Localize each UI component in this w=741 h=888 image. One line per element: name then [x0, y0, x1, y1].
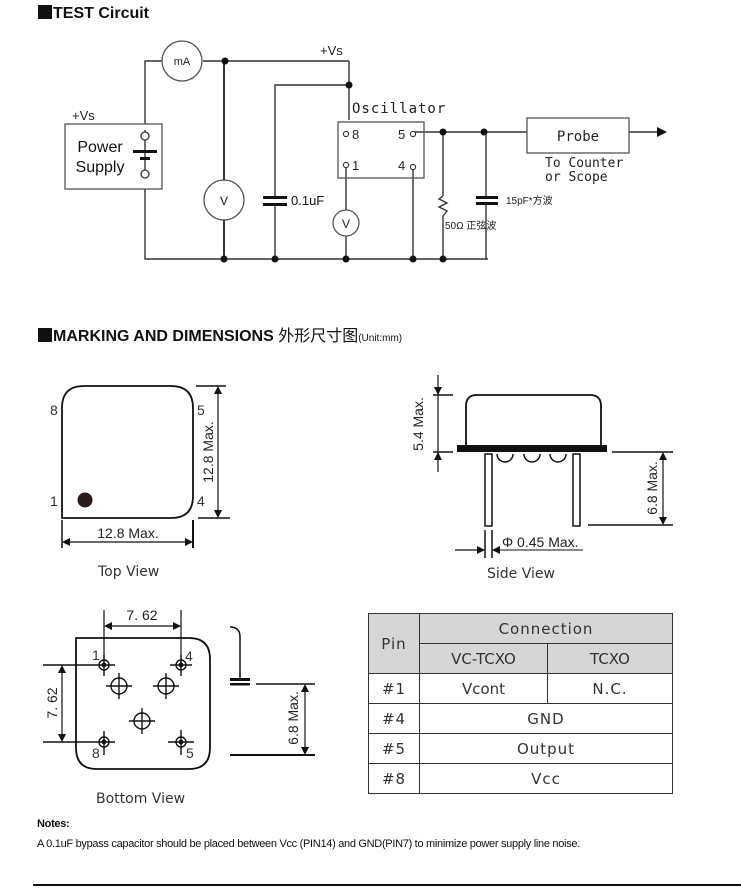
vs-label: +Vs: [72, 108, 95, 123]
dimensions-heading: MARKING AND DIMENSIONS 外形尺寸图(Unit:mm): [38, 322, 402, 346]
osc-pin-label: 8: [352, 127, 359, 142]
lead-length-dimension: 6.8 Max.: [285, 691, 301, 745]
voltmeter-icon: [203, 179, 245, 221]
pitch-vertical-dimension: 7. 62: [44, 687, 60, 718]
power-supply-label: Supply: [76, 159, 125, 176]
pin-holes: [98, 655, 194, 755]
lead-diameter-dimension: Φ 0.45 Max.: [502, 534, 579, 550]
header-vctcxo: VC-TCXO: [419, 643, 548, 674]
profile-outline: [229, 626, 241, 679]
load-capacitor-icon: [476, 196, 498, 205]
bullet-square-icon: [38, 5, 52, 19]
junction-dots: [220, 57, 488, 263]
lead-length-dimension: 6.8 Max.: [644, 461, 660, 515]
tcxo-cell: N.C.: [547, 673, 673, 704]
side-view-caption: Side View: [487, 566, 555, 582]
width-dimension: 12.8 Max.: [97, 525, 158, 541]
notes-body: A 0.1uF bypass capacitor should be place…: [37, 838, 580, 850]
table-row: #5 Output: [368, 733, 673, 764]
oscillator-label: Oscillator: [352, 101, 446, 117]
bottom-view-caption: Bottom View: [96, 791, 186, 807]
osc-pin-label: 5: [398, 127, 405, 142]
pin-cell: #5: [368, 733, 420, 764]
table-row: #8 Vcc: [368, 763, 673, 794]
package-body: [465, 394, 602, 445]
pin-label: 8: [92, 745, 100, 761]
pin-cell: #4: [368, 703, 420, 734]
vs-label: +Vs: [320, 43, 343, 58]
osc-pin-label: 4: [398, 158, 405, 173]
side-view-drawing: 5.4 Max. 6.8 Max. Φ 0.45 Max.: [410, 375, 673, 558]
bypass-capacitor-icon: [263, 196, 287, 206]
pin-label: 8: [50, 402, 58, 418]
test-circuit-heading: TEST Circuit: [38, 5, 149, 23]
dimensions-unit: (Unit:mm): [358, 333, 403, 344]
lead: [484, 453, 493, 527]
battery-icon: [133, 150, 157, 153]
probe-box: [526, 117, 630, 154]
pitch-horizontal-dimension: 7. 62: [126, 607, 157, 623]
pin-connection-table: Pin Connection VC-TCXO TCXO #1 Vcont N.C…: [368, 613, 673, 794]
osc-pin-label: 1: [352, 158, 359, 173]
pin-cell: #1: [368, 673, 420, 704]
package-base: [457, 445, 607, 452]
height-dimension: 12.8 Max.: [200, 421, 216, 482]
table-row: #4 GND: [368, 703, 673, 734]
probe-note: or Scope: [545, 170, 608, 185]
package-outline: [75, 637, 211, 770]
probe-note: To Counter: [545, 156, 623, 171]
bypass-capacitor-label: 0.1uF: [291, 193, 324, 208]
resistor-label: 50Ω 正弦波: [445, 219, 496, 232]
bullet-square-icon: [38, 328, 52, 342]
pin-label: 4: [197, 493, 205, 509]
pin-label: 5: [186, 745, 194, 761]
lead: [572, 453, 581, 527]
table-row: #1 Vcont N.C.: [368, 673, 673, 704]
header-connection: Connection: [419, 613, 673, 644]
ammeter-icon: [161, 40, 203, 82]
test-circuit-diagram: mA V V Power Supply +Vs +Vs Oscillator 8…: [64, 40, 667, 263]
oscillator-box: [337, 121, 425, 179]
top-view-caption: Top View: [98, 564, 160, 580]
bottom-view-drawing: 7. 62 7. 62 1 4 8 5 6.8 Max.: [43, 607, 315, 770]
pin-label: 1: [50, 493, 58, 509]
top-view-drawing: 8 5 1 4 12.8 Max. 12.8 Max.: [50, 385, 230, 548]
connection-cell: GND: [419, 703, 673, 734]
voltmeter-label: V: [342, 217, 350, 231]
pin-label: 4: [185, 648, 193, 664]
probe-label: Probe: [557, 129, 599, 145]
header-tcxo: TCXO: [547, 643, 673, 674]
voltmeter-icon: [332, 209, 360, 237]
connection-cell: Output: [419, 733, 673, 764]
header-pin: Pin: [368, 613, 420, 674]
body-height-dimension: 5.4 Max.: [410, 397, 426, 451]
vctcxo-cell: Vcont: [419, 673, 548, 704]
voltmeter-label: V: [220, 194, 228, 208]
output-arrow-icon: [657, 127, 667, 137]
resistor-icon: [437, 195, 449, 217]
pin-label: 1: [92, 647, 100, 663]
connection-cell: Vcc: [419, 763, 673, 794]
footer-divider: [33, 884, 741, 886]
internal-coils: [496, 453, 567, 463]
dimensions-title: MARKING AND DIMENSIONS: [53, 328, 274, 345]
power-supply-label: Power: [77, 139, 123, 156]
dimensions-title-cjk: 外形尺寸图: [278, 326, 359, 345]
test-circuit-title: TEST Circuit: [53, 5, 150, 22]
package-outline: [61, 385, 194, 519]
pin-cell: #8: [368, 763, 420, 794]
notes-heading: Notes:: [37, 818, 70, 830]
pin1-marker-dot: [77, 492, 93, 508]
ammeter-label: mA: [174, 56, 191, 68]
pin-label: 5: [197, 402, 205, 418]
load-capacitor-label: 15pF*方波: [506, 194, 553, 207]
